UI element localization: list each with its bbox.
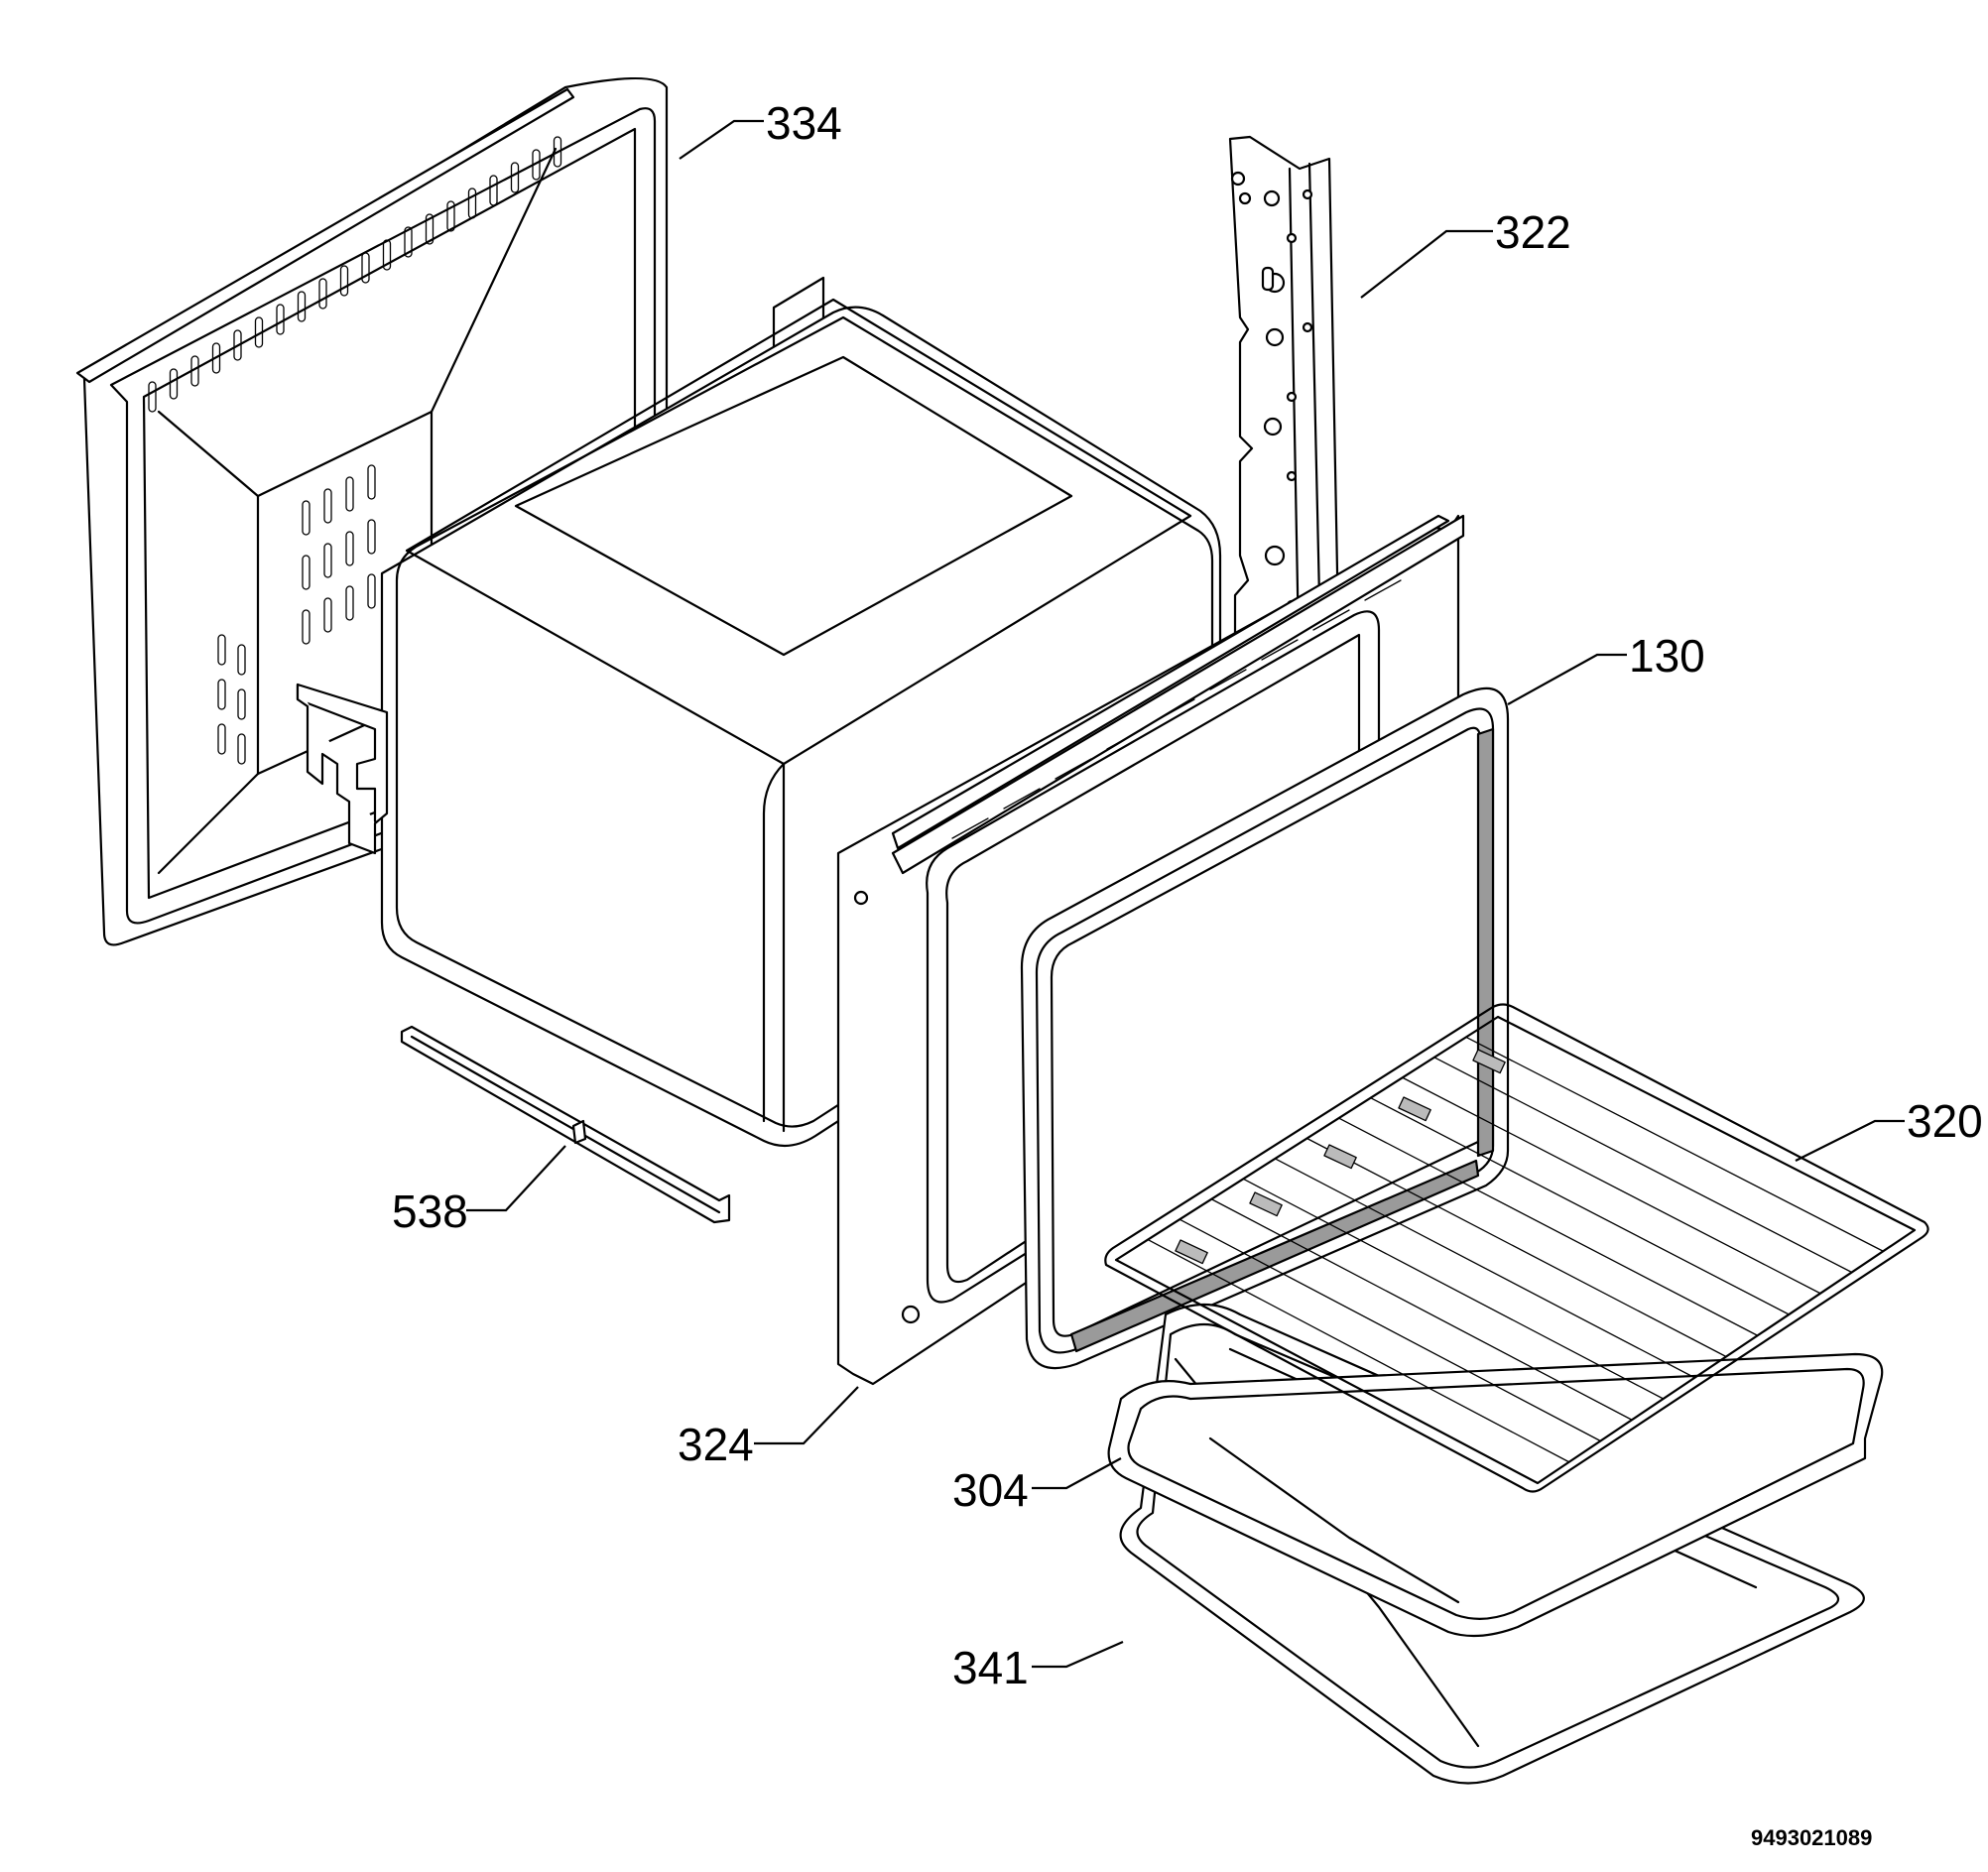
shelf-wire: [1465, 1036, 1884, 1252]
vent-slot: [211, 342, 221, 374]
frame-slot: [1158, 698, 1195, 720]
callout-304: 304: [952, 1464, 1029, 1516]
frame-slot: [1055, 758, 1092, 780]
callout-130: 130: [1629, 630, 1705, 682]
vent-slot: [169, 368, 179, 400]
vent-slot: [323, 488, 332, 524]
frame-slot: [1261, 639, 1299, 661]
frame-slot: [1209, 669, 1247, 690]
oven-shelf-wires: [1115, 1016, 1916, 1484]
vent-slot: [339, 265, 349, 297]
vent-slot: [190, 355, 199, 387]
vent-slot: [302, 500, 311, 536]
vent-slot: [297, 291, 307, 322]
shelf-shade: [1249, 1191, 1283, 1217]
baking-tray-part-304[interactable]: [1107, 1352, 1884, 1638]
door-gasket-part-130[interactable]: [1020, 686, 1510, 1370]
shelf-wire: [1402, 1076, 1821, 1295]
callout-341: 341: [952, 1642, 1029, 1693]
vent-slot: [276, 304, 285, 335]
vent-slot: [217, 679, 226, 710]
side-rail-part-322[interactable]: [1228, 135, 1341, 721]
vent-slot: [446, 200, 455, 232]
vent-slot: [361, 252, 370, 284]
vent-slot: [532, 149, 541, 181]
shelf-wire: [1242, 1178, 1665, 1400]
vent-slot: [367, 519, 376, 555]
vent-slot: [345, 585, 354, 621]
vent-slot: [233, 329, 242, 361]
vent-slot: [345, 476, 354, 512]
vent-slot: [367, 464, 376, 500]
vent-slot: [467, 187, 477, 219]
frame-slot: [1003, 788, 1041, 810]
rear-panel-vent-slots: [148, 136, 562, 765]
shelf-wire: [1370, 1097, 1790, 1315]
shelf-wire: [1305, 1137, 1727, 1358]
shelf-wire: [1115, 1259, 1539, 1484]
shelf-wire: [1337, 1117, 1759, 1336]
shelf-wire: [1210, 1198, 1633, 1421]
front-frame-slots: [951, 579, 1402, 839]
vent-slot: [254, 316, 264, 348]
vent-slot: [302, 609, 311, 645]
vent-slot: [345, 531, 354, 566]
frame-slot: [1364, 579, 1402, 601]
vent-slot: [237, 644, 246, 676]
shelf-wire: [1274, 1158, 1695, 1379]
vent-slot: [237, 688, 246, 720]
callout-324: 324: [678, 1419, 754, 1470]
vent-slot: [318, 278, 327, 310]
vent-slot: [148, 381, 157, 413]
shelf-shade: [1323, 1144, 1357, 1170]
shelf-shade: [1398, 1096, 1431, 1122]
vent-slot: [323, 543, 332, 578]
vent-slot: [382, 239, 392, 271]
shelf-wire: [1147, 1238, 1570, 1463]
shelf-wire: [1179, 1218, 1601, 1442]
vent-slot: [237, 733, 246, 765]
leader-lines: [466, 119, 1905, 1669]
vent-slot: [323, 597, 332, 633]
callout-320: 320: [1907, 1095, 1983, 1147]
callout-334: 334: [766, 97, 842, 149]
vent-slot: [367, 573, 376, 609]
vent-slot: [404, 226, 413, 258]
vent-slot: [553, 136, 562, 168]
shelf-shade: [1472, 1049, 1506, 1074]
document-id: 9493021089: [1751, 1825, 1872, 1850]
shelf-wire: [1433, 1057, 1853, 1274]
frame-slot: [951, 817, 989, 839]
vent-slot: [489, 175, 498, 206]
vent-slot: [217, 723, 226, 755]
callout-322: 322: [1495, 206, 1571, 258]
callout-538: 538: [392, 1186, 468, 1237]
shelf-wire: [1497, 1016, 1916, 1231]
vent-slot: [425, 213, 435, 245]
vent-slot: [302, 555, 311, 590]
vent-slot: [510, 162, 520, 193]
bracket-part-538[interactable]: [400, 1025, 731, 1224]
shelf-shade: [1175, 1239, 1208, 1265]
callout-labels: 334 322 130 320 538 324 304 341 94930210…: [392, 97, 1983, 1850]
vent-slot: [217, 634, 226, 666]
frame-slot: [1312, 609, 1350, 631]
frame-slot: [1106, 728, 1144, 750]
